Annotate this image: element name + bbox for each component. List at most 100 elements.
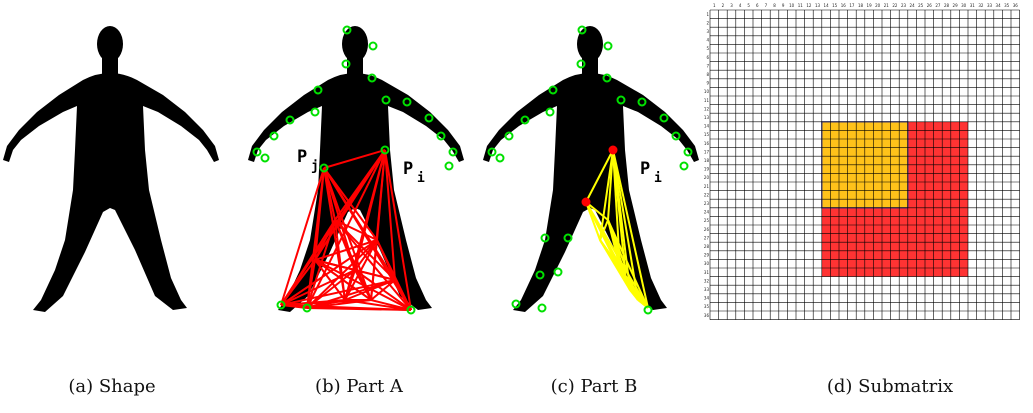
column-tick-label: 21 xyxy=(884,3,890,8)
connection-line xyxy=(394,279,412,311)
connection-line xyxy=(314,239,378,261)
keypoint-marker xyxy=(436,131,446,141)
column-tick-label: 5 xyxy=(747,3,750,8)
keypoint-marker xyxy=(643,305,653,315)
connection-line xyxy=(607,219,649,309)
connection-line xyxy=(306,259,316,309)
connection-line xyxy=(607,149,614,221)
keypoint-marker xyxy=(252,147,262,157)
keypoint-marker xyxy=(576,59,586,69)
pj-label: P xyxy=(297,147,307,167)
connection-line xyxy=(354,269,412,311)
row-tick-label: 16 xyxy=(704,141,709,146)
row-tick-label: 27 xyxy=(704,235,709,240)
column-tick-label: 9 xyxy=(782,3,785,8)
connection-line xyxy=(376,149,386,241)
connection-line xyxy=(344,239,378,301)
keypoint-marker xyxy=(276,300,286,310)
keypoint-marker xyxy=(260,153,270,163)
keypoint-marker xyxy=(342,25,352,35)
row-tick-label: 36 xyxy=(704,313,709,318)
row-tick-label: 24 xyxy=(704,210,709,215)
connection-line xyxy=(306,279,396,309)
row-tick-label: 28 xyxy=(704,244,709,249)
row-tick-label: 13 xyxy=(704,115,709,120)
keypoint-marker xyxy=(537,303,547,313)
connection-line xyxy=(625,279,639,301)
keypoint-marker xyxy=(553,267,563,277)
column-tick-label: 24 xyxy=(910,3,916,8)
part-b-connections xyxy=(585,149,649,309)
column-tick-label: 30 xyxy=(961,3,967,8)
keypoint-marker xyxy=(448,147,458,157)
row-tick-label: 32 xyxy=(704,278,709,283)
row-tick-label: 3 xyxy=(706,29,709,34)
connection-line xyxy=(306,307,412,311)
keypoint-marker xyxy=(424,113,434,123)
column-tick-label: 17 xyxy=(849,3,855,8)
column-tick-label: 1 xyxy=(713,3,716,8)
row-tick-label: 31 xyxy=(704,270,709,275)
human-silhouette xyxy=(483,26,699,312)
column-tick-label: 8 xyxy=(773,3,776,8)
keypoint-marker xyxy=(603,41,613,51)
matrix-grid xyxy=(709,9,1020,320)
row-tick-label: 21 xyxy=(704,184,709,189)
column-tick-label: 23 xyxy=(901,3,907,8)
row-tick-label: 7 xyxy=(706,63,709,68)
row-tick-label: 12 xyxy=(704,106,709,111)
pj-subscript: j xyxy=(311,159,319,174)
keypoint-marker xyxy=(319,163,329,173)
row-tick-label: 14 xyxy=(704,124,709,129)
column-tick-label: 32 xyxy=(978,3,984,8)
keypoint-marker xyxy=(616,95,626,105)
connection-line xyxy=(344,269,356,301)
connection-line xyxy=(344,279,396,301)
keypoint-marker xyxy=(637,97,647,107)
caption-submatrix: (d) Submatrix xyxy=(826,376,954,397)
connection-line xyxy=(334,219,412,311)
connection-line xyxy=(306,149,386,309)
caption-part-b: (c) Part B xyxy=(550,376,638,397)
keypoint-marker xyxy=(545,107,555,117)
column-tick-label: 14 xyxy=(824,3,830,8)
keypoint-marker xyxy=(487,147,497,157)
caption-shape: (a) Shape xyxy=(68,376,156,397)
connection-line xyxy=(323,149,386,169)
shape-panel xyxy=(3,26,219,312)
keypoint-marker xyxy=(563,233,573,243)
connection-line xyxy=(585,201,609,221)
row-tick-label: 22 xyxy=(704,192,709,197)
column-tick-label: 16 xyxy=(841,3,847,8)
connection-line xyxy=(334,219,396,281)
column-tick-label: 12 xyxy=(806,3,812,8)
row-tick-label: 17 xyxy=(704,149,709,154)
row-tick-label: 8 xyxy=(706,72,709,77)
part-a-connections xyxy=(280,149,412,311)
column-tick-label: 6 xyxy=(756,3,759,8)
connection-line xyxy=(314,259,346,301)
row-tick-label: 34 xyxy=(704,296,709,301)
connection-line xyxy=(376,239,396,281)
column-tick-label: 31 xyxy=(970,3,976,8)
connection-line xyxy=(314,219,336,261)
row-tick-label: 20 xyxy=(704,175,709,180)
keypoint-marker xyxy=(535,270,545,280)
connection-line xyxy=(323,167,396,281)
row-tick-label: 19 xyxy=(704,167,709,172)
connection-line xyxy=(599,149,614,241)
keypoint-marker xyxy=(671,131,681,141)
connection-line xyxy=(334,219,356,271)
caption-part-a: (b) Part A xyxy=(315,376,403,397)
pi-subscript: i xyxy=(654,171,662,186)
keypoint-marker xyxy=(302,303,312,313)
keypoint-marker xyxy=(368,41,378,51)
column-tick-label: 10 xyxy=(789,3,795,8)
connection-line xyxy=(334,219,346,301)
connection-line xyxy=(280,259,316,306)
column-tick-label: 2 xyxy=(722,3,725,8)
pi-subscript: i xyxy=(417,171,425,186)
part-a-panel: P j P i xyxy=(248,25,464,315)
column-tick-label: 27 xyxy=(935,3,941,8)
connection-line xyxy=(280,219,336,306)
